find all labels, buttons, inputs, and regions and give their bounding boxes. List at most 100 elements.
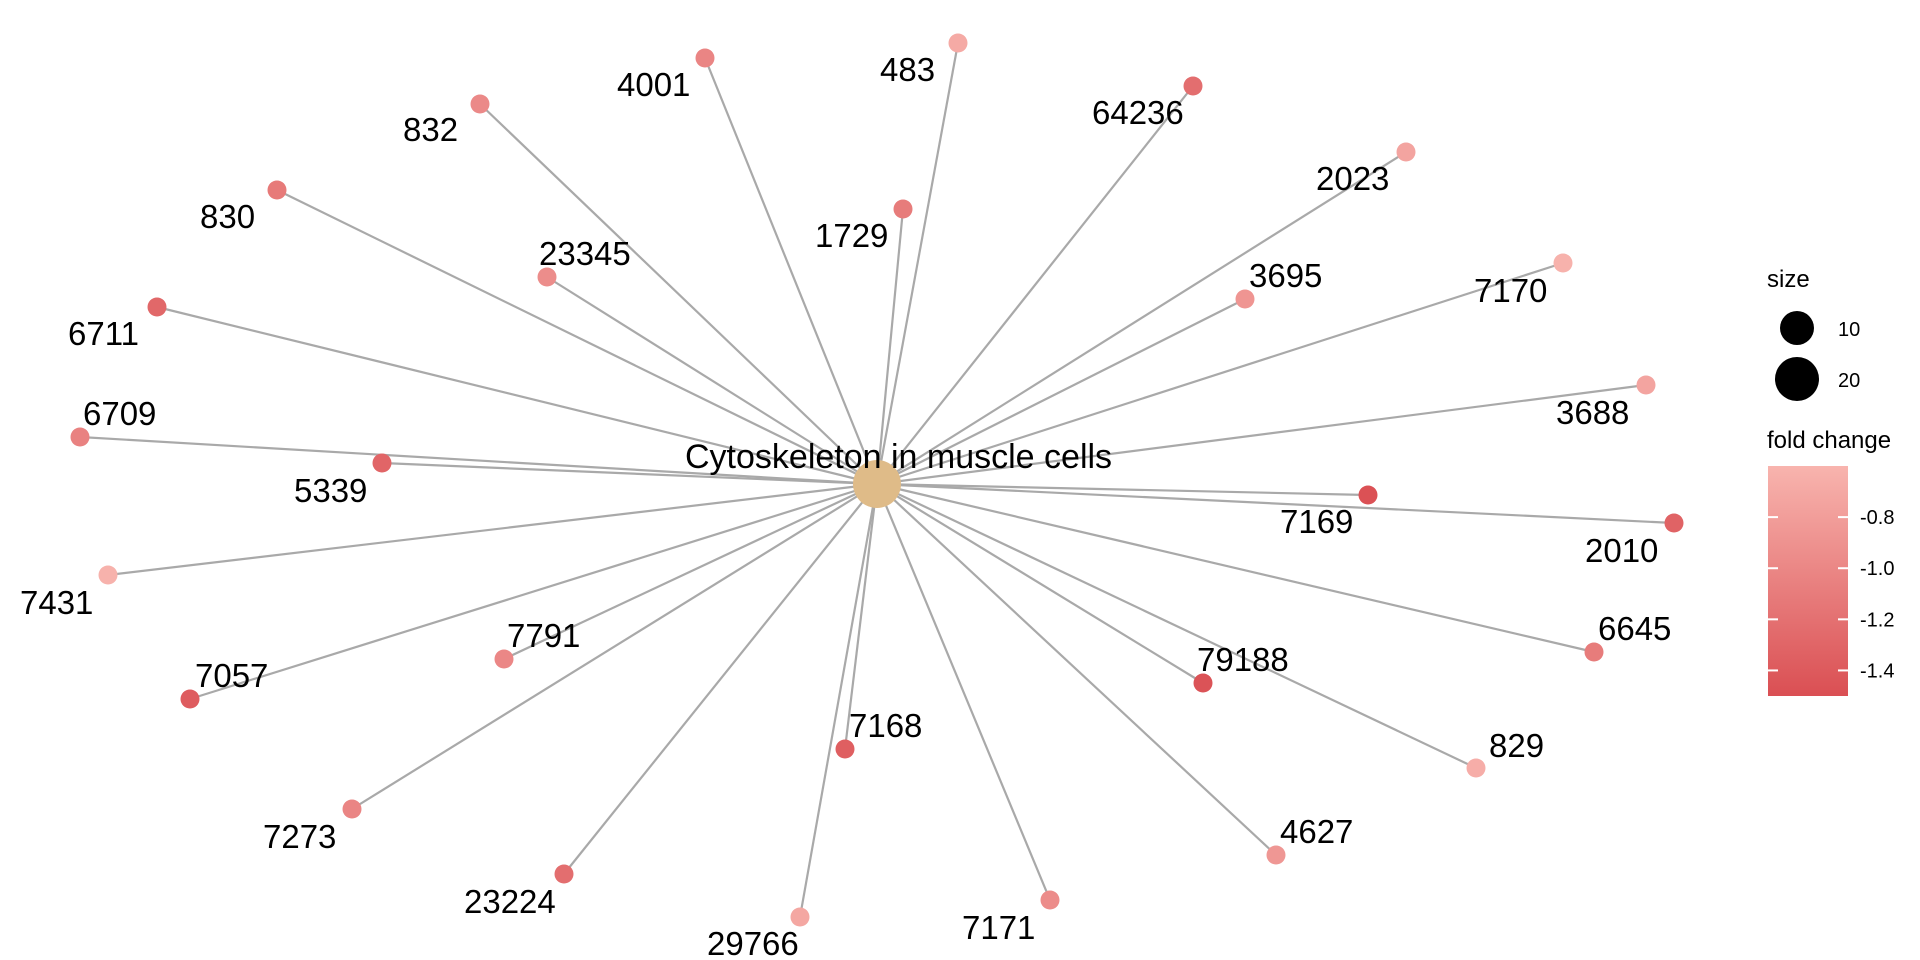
gene-label-79188: 79188 [1197,641,1289,678]
gene-label-4001: 4001 [617,66,690,103]
gene-node-830[interactable] [267,180,287,200]
gene-label-23224: 23224 [464,883,556,920]
color-legend-ticks: -0.8 -1.0 -1.2 -1.4 [1768,507,1894,682]
gene-label-7169: 7169 [1280,503,1353,540]
network-nodes [70,33,1684,927]
gene-label-7057: 7057 [195,657,268,694]
edge-4627 [876,483,1277,856]
gene-label-829: 829 [1489,727,1544,764]
edge-7171 [875,483,1052,901]
gene-node-7273[interactable] [342,799,362,819]
gene-label-3688: 3688 [1556,394,1629,431]
edge-3688 [876,383,1647,486]
gene-node-2010[interactable] [1664,513,1684,533]
gene-node-3688[interactable] [1636,375,1656,395]
size-legend-key-20 [1775,357,1819,401]
gene-node-29766[interactable] [790,907,810,927]
gene-node-1729[interactable] [893,199,913,219]
gene-label-7431: 7431 [20,584,93,621]
gene-node-6709[interactable] [70,427,90,447]
gene-node-7168[interactable] [835,739,855,759]
gene-label-64236: 64236 [1092,94,1184,131]
color-legend-tick-label: -0.8 [1860,507,1894,529]
edge-1729 [875,208,905,485]
edge-79188 [876,483,1204,684]
center-label: Cytoskeleton in muscle cells [685,438,1112,476]
color-legend-tick-label: -1.2 [1860,609,1894,631]
edge-6645 [876,482,1595,654]
gene-node-2023[interactable] [1396,142,1416,162]
gene-label-6709: 6709 [83,395,156,432]
gene-label-7171: 7171 [962,909,1035,946]
gene-node-4627[interactable] [1266,845,1286,865]
gene-node-23345[interactable] [537,267,557,287]
gene-node-483[interactable] [948,33,968,53]
color-legend-tick-label: -1.4 [1860,660,1894,682]
edge-4001 [703,57,879,485]
network-edges [79,42,1675,918]
gene-node-6711[interactable] [147,297,167,317]
gene-node-79188[interactable] [1193,673,1213,693]
edge-7168 [843,483,879,750]
gene-node-23224[interactable] [554,864,574,884]
gene-node-7169[interactable] [1358,485,1378,505]
edge-7169 [876,482,1369,497]
center-node[interactable] [853,460,901,508]
edge-23224 [563,483,878,875]
size-legend-label-10: 10 [1838,319,1860,341]
size-legend-title: size [1767,266,1810,293]
network-labels: 483 4001 64236 832 2023 1729 830 23345 3695 7170 6… [20,51,1671,960]
gene-node-4001[interactable] [695,48,715,68]
gene-label-4627: 4627 [1280,813,1353,850]
edge-7791 [503,483,878,660]
gene-label-29766: 29766 [707,925,799,960]
gene-node-829[interactable] [1466,758,1486,778]
gene-label-7168: 7168 [849,707,922,744]
edge-3695 [876,298,1246,485]
gene-node-7431[interactable] [98,565,118,585]
edge-829 [876,483,1477,769]
gene-label-7273: 7273 [263,818,336,855]
color-legend-title: fold change [1767,427,1891,454]
size-legend-key-10 [1780,311,1814,345]
edge-23345 [546,276,878,485]
edge-5339 [381,461,878,486]
gene-label-3695: 3695 [1249,257,1322,294]
edge-830 [276,189,878,485]
edge-6711 [156,305,878,486]
edge-7431 [107,482,878,577]
gene-node-3695[interactable] [1235,289,1255,309]
gene-node-7171[interactable] [1040,890,1060,910]
edge-832 [479,103,878,485]
gene-label-483: 483 [880,51,935,88]
gene-node-832[interactable] [470,94,490,114]
edge-29766 [798,483,879,918]
gene-label-2023: 2023 [1316,160,1389,197]
gene-node-5339[interactable] [372,453,392,473]
gene-node-7057[interactable] [180,689,200,709]
edge-2023 [876,151,1407,485]
gene-label-6645: 6645 [1598,610,1671,647]
gene-node-7791[interactable] [494,649,514,669]
gene-node-7170[interactable] [1553,253,1573,273]
center-node-group: Cytoskeleton in muscle cells [685,438,1112,508]
edge-7057 [189,482,878,701]
gene-label-7791: 7791 [507,617,580,654]
gene-label-5339: 5339 [294,472,367,509]
gene-node-6645[interactable] [1584,642,1604,662]
color-legend-tick-label: -1.0 [1860,558,1894,580]
gene-label-2010: 2010 [1585,532,1658,569]
gene-label-7170: 7170 [1474,272,1547,309]
legend: size 10 20 fold change -0.8-1.0-1.2-1.4 [1767,266,1894,696]
gene-label-1729: 1729 [815,217,888,254]
color-legend-bar [1768,466,1848,696]
edge-7273 [351,483,878,810]
edge-64236 [876,85,1194,485]
edge-483 [875,42,960,485]
gene-label-23345: 23345 [539,235,631,272]
gene-node-64236[interactable] [1183,76,1203,96]
gene-label-832: 832 [403,111,458,148]
gene-label-830: 830 [200,198,255,235]
gene-label-6711: 6711 [68,315,139,352]
